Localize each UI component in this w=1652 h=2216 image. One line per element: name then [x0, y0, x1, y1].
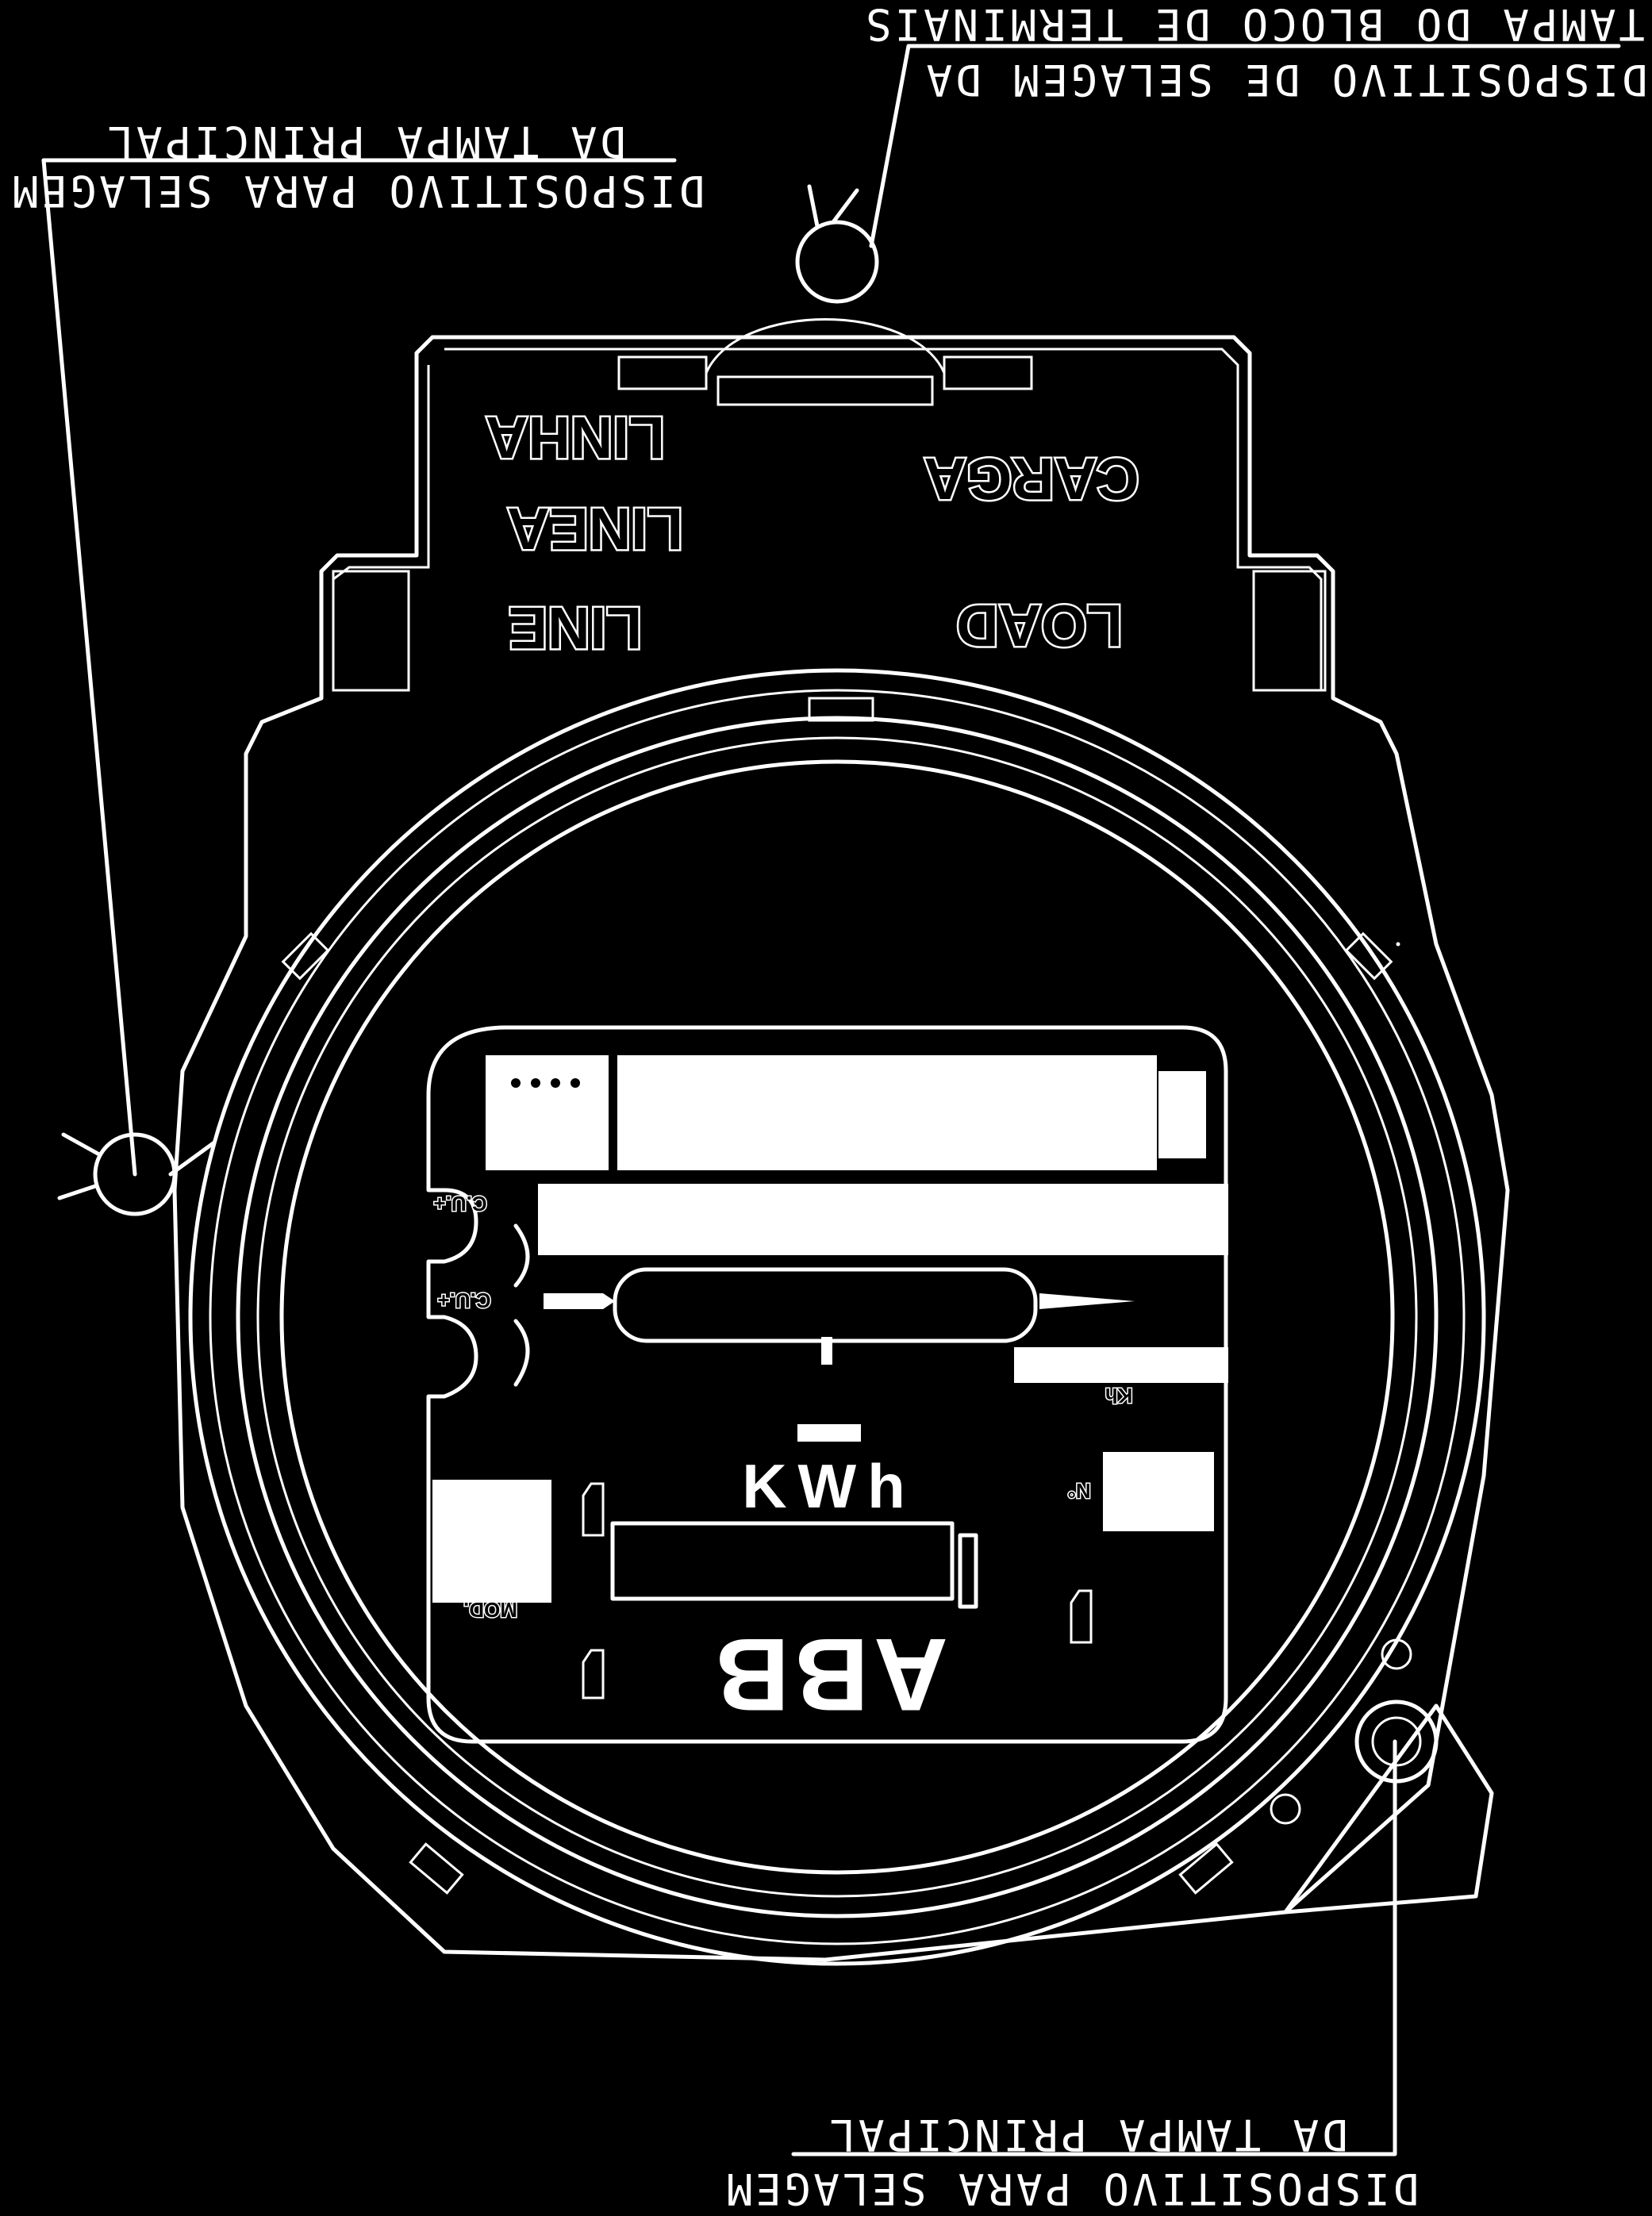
corner-tag: [1158, 1071, 1206, 1158]
leader-line: [791, 1739, 1397, 2156]
rotor-window: [613, 1267, 1038, 1343]
ring-3: [236, 716, 1439, 1918]
main-cover: [57, 668, 1494, 1966]
callout-text: DISPOSITIVO PARA SELAGEM: [724, 2164, 1419, 2214]
main-seal-right: [1354, 1699, 1439, 1784]
label-load: LOAD: [956, 593, 1123, 659]
leader-line: [41, 158, 137, 1177]
callout-terminal-cover-seal: TAMPA DO BLOCO DE TERMINAIS DISPOSITIVO …: [862, 0, 1648, 248]
model-box: [432, 1480, 551, 1603]
test-label-2: C.U.+: [437, 1289, 490, 1312]
label-line: LINE: [509, 595, 643, 661]
side-latch-right: [1252, 570, 1327, 692]
unit-label: KWh: [742, 1451, 916, 1521]
label-linea: LINEA: [507, 496, 683, 562]
label-carga: CARGA: [924, 446, 1139, 512]
callout-text: DISPOSITIVO PARA SELAGEM: [10, 166, 705, 216]
test-label-1: C.U.+: [433, 1192, 486, 1216]
callout-text: DA TAMPA PRINCIPAL: [826, 2110, 1347, 2160]
terminal-block-cover: [172, 184, 1510, 1478]
seal-tab-right: [943, 355, 1033, 390]
callout-main-cover-seal-right: DA TAMPA PRINCIPAL DISPOSITIVO PARA SELA…: [724, 942, 1419, 2214]
callout-main-cover-seal-left: DA TAMPA PRINCIPAL DISPOSITIVO PARA SELA…: [10, 117, 705, 1177]
inner-ring: [279, 759, 1395, 1875]
ring-2: [209, 689, 1466, 1945]
callout-text: TAMPA DO BLOCO DE TERMINAIS: [862, 0, 1645, 49]
number-box: [1103, 1452, 1214, 1531]
nameplate: C.U.+ C.U.+ Kh KWh MOD. N° ABB: [426, 1025, 1228, 1744]
info-bar: [538, 1184, 1228, 1255]
brand-logo: ABB: [710, 1617, 948, 1733]
seal-tab-left: [617, 355, 708, 390]
model-label: MOD.: [463, 1598, 517, 1622]
terminal-seal: [795, 220, 879, 304]
display-strip: [617, 1055, 1157, 1170]
kh-bar: [1014, 1347, 1228, 1383]
code-block: [486, 1055, 609, 1170]
kh-label: Kh: [1105, 1384, 1133, 1408]
leader-line: [869, 44, 911, 248]
register-window: [610, 1521, 955, 1601]
label-linha: LINHA: [486, 405, 665, 470]
callout-text: DISPOSITIVO DE SELAGEM DA: [924, 55, 1648, 105]
main-seal-left: [93, 1132, 177, 1216]
number-label: N°: [1067, 1479, 1090, 1503]
ring-4: [256, 736, 1418, 1898]
outer-ring: [188, 668, 1486, 1966]
terminal-labels: LINHA LINEA LINE CARGA LOAD: [483, 403, 1141, 663]
callout-text: DA TAMPA PRINCIPAL: [104, 117, 625, 167]
side-latch-left: [332, 570, 410, 692]
